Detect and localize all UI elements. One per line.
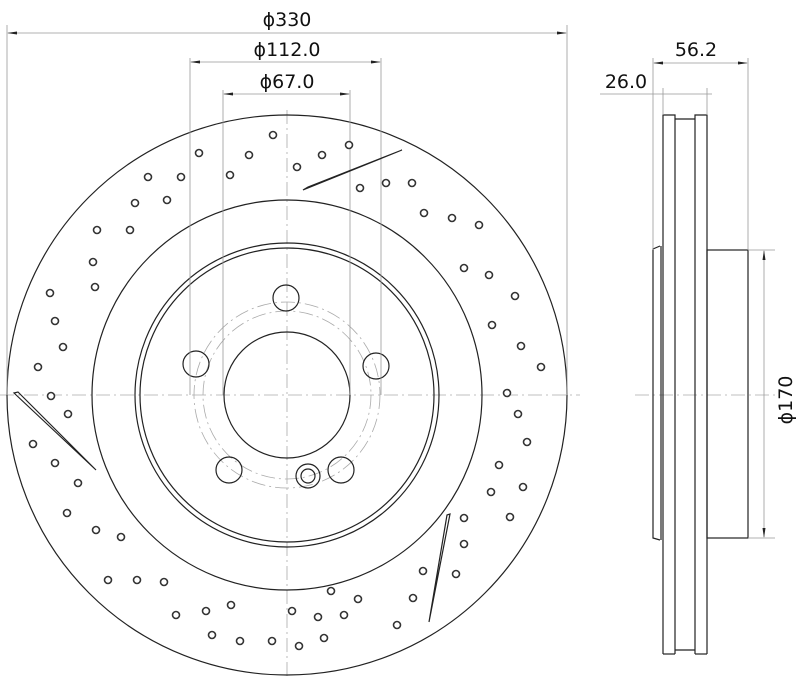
locating-screw-inner bbox=[300, 468, 316, 484]
drill-hole bbox=[235, 636, 245, 646]
drill-hole bbox=[90, 282, 100, 292]
drill-hole bbox=[516, 341, 526, 351]
friction-plate-right bbox=[694, 114, 708, 654]
drill-hole bbox=[536, 362, 546, 372]
bolt-hole bbox=[272, 284, 300, 312]
drill-hole bbox=[353, 594, 363, 604]
drill-hole bbox=[33, 362, 43, 372]
hat-inner-circle bbox=[139, 247, 435, 543]
drill-hole bbox=[116, 532, 126, 542]
hat-mounting-face bbox=[652, 245, 661, 541]
drill-hole bbox=[130, 198, 140, 208]
dim-center-bore: ϕ67.0 bbox=[260, 71, 315, 93]
drill-hole bbox=[244, 150, 254, 160]
drill-hole bbox=[513, 409, 523, 419]
drill-hole bbox=[486, 487, 496, 497]
drill-hole bbox=[381, 178, 391, 188]
bolt-hole bbox=[182, 350, 210, 378]
drill-hole bbox=[339, 610, 349, 620]
drill-hole bbox=[62, 508, 72, 518]
drill-hole bbox=[267, 636, 277, 646]
drill-hole bbox=[522, 437, 532, 447]
slot bbox=[302, 149, 403, 191]
drill-hole bbox=[91, 525, 101, 535]
drill-hole bbox=[194, 148, 204, 158]
drill-hole bbox=[355, 183, 365, 193]
drill-hole bbox=[418, 566, 428, 576]
drill-hole bbox=[28, 439, 38, 449]
front-view: ϕ330 ϕ112.0 ϕ67.0 bbox=[0, 9, 580, 679]
drill-hole bbox=[45, 288, 55, 298]
drill-hole bbox=[487, 320, 497, 330]
drill-hole bbox=[447, 213, 457, 223]
dim-hat-diameter: ϕ170 bbox=[775, 376, 797, 425]
drill-hole bbox=[502, 388, 512, 398]
dim-bolt-circle: ϕ112.0 bbox=[254, 39, 321, 61]
drill-hole bbox=[103, 575, 113, 585]
hat-outer-circle bbox=[134, 242, 440, 548]
drill-hole bbox=[50, 316, 60, 326]
drill-hole bbox=[159, 577, 169, 587]
drill-hole bbox=[407, 178, 417, 188]
drill-hole bbox=[201, 606, 211, 616]
drill-hole bbox=[408, 593, 418, 603]
locating-screw-hole bbox=[295, 463, 321, 489]
drill-hole bbox=[317, 150, 327, 160]
drill-hole bbox=[294, 641, 304, 651]
drill-hole bbox=[46, 391, 56, 401]
drill-hole bbox=[125, 225, 135, 235]
drill-hole bbox=[292, 162, 302, 172]
drill-hole bbox=[73, 478, 83, 488]
drill-hole bbox=[171, 610, 181, 620]
dim-disc-thickness: 26.0 bbox=[605, 71, 647, 93]
side-view: 56.2 26.0 ϕ170 bbox=[600, 39, 797, 655]
drill-hole bbox=[510, 291, 520, 301]
drill-hole bbox=[474, 220, 484, 230]
slot bbox=[12, 391, 97, 471]
dim-outer-diameter: ϕ330 bbox=[263, 9, 312, 31]
bolt-hole bbox=[215, 456, 243, 484]
drilled-holes bbox=[28, 130, 546, 651]
drill-hole bbox=[58, 342, 68, 352]
drill-hole bbox=[494, 460, 504, 470]
drill-hole bbox=[162, 195, 172, 205]
bolt-hole bbox=[327, 456, 355, 484]
drill-hole bbox=[225, 170, 235, 180]
drill-hole bbox=[484, 270, 494, 280]
drill-hole bbox=[287, 606, 297, 616]
drill-hole bbox=[63, 409, 73, 419]
drill-hole bbox=[505, 512, 515, 522]
bolt-hole bbox=[362, 352, 390, 380]
hat-body bbox=[706, 249, 749, 539]
drill-hole bbox=[319, 633, 329, 643]
drill-hole bbox=[459, 513, 469, 523]
drill-hole bbox=[176, 172, 186, 182]
drill-hole bbox=[268, 130, 278, 140]
drill-hole bbox=[459, 263, 469, 273]
drill-hole bbox=[419, 208, 429, 218]
bolt-pitch-circle bbox=[193, 301, 381, 489]
friction-plate-left bbox=[662, 114, 676, 654]
drill-hole bbox=[459, 539, 469, 549]
drill-hole bbox=[132, 575, 142, 585]
drill-hole bbox=[88, 257, 98, 267]
drill-hole bbox=[50, 458, 60, 468]
slot bbox=[428, 513, 451, 623]
drill-hole bbox=[326, 586, 336, 596]
drill-hole bbox=[313, 612, 323, 622]
friction-ring-inner-circle bbox=[91, 199, 483, 591]
drill-hole bbox=[226, 600, 236, 610]
drill-hole bbox=[451, 569, 461, 579]
drill-hole bbox=[392, 620, 402, 630]
drill-hole bbox=[207, 630, 217, 640]
dim-overall-height: 56.2 bbox=[675, 39, 717, 61]
drill-hole bbox=[518, 482, 528, 492]
drill-hole bbox=[344, 140, 354, 150]
drill-hole bbox=[92, 225, 102, 235]
slots bbox=[12, 149, 451, 623]
drill-hole bbox=[143, 172, 153, 182]
